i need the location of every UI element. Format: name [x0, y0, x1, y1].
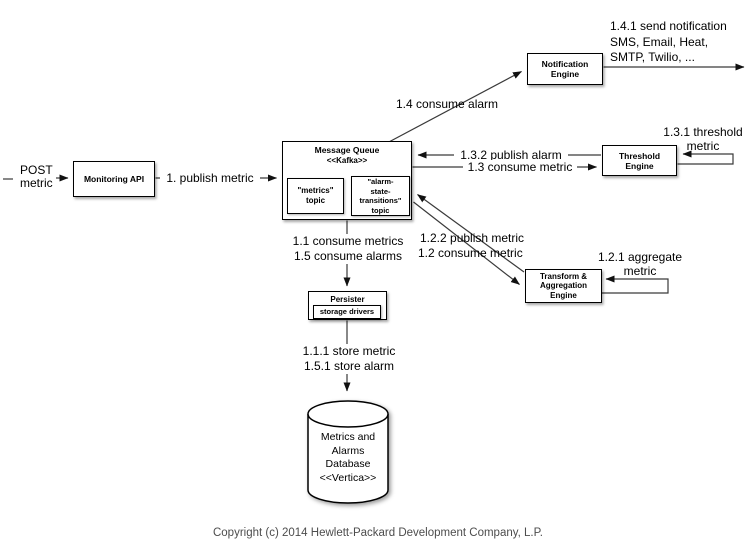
threshold-metric-label: 1.3.1 threshold metric — [663, 125, 743, 153]
publish-metric-122-label: 1.2.2 publish metric — [420, 231, 525, 245]
alarm-topic-label: "alarm- state- transitions" topic — [359, 177, 402, 215]
persister-box: Persister storage drivers — [308, 291, 387, 320]
post-metric-label: POST metric — [20, 163, 53, 190]
consume-metrics-alarms-label: 1.1 consume metrics 1.5 consume alarms — [281, 234, 415, 264]
alarm-topic-box: "alarm- state- transitions" topic — [351, 176, 410, 216]
notification-engine-box: Notification Engine — [527, 53, 603, 85]
arrow-aggregate-self-loop — [600, 275, 669, 294]
publish-metric-label: 1. publish metric — [160, 171, 260, 186]
arrow-threshold-self-loop — [677, 150, 734, 165]
database-cylinder — [307, 400, 389, 504]
monitoring-api-label: Monitoring API — [83, 174, 145, 184]
message-queue-box: Message Queue <<Kafka>> "metrics" topic … — [282, 141, 412, 220]
message-queue-title: Message Queue — [314, 145, 380, 155]
storage-drivers-label: storage drivers — [319, 307, 375, 316]
metrics-topic-label: "metrics" topic — [297, 186, 334, 205]
aggregate-metric-label: 1.2.1 aggregate metric — [597, 250, 683, 278]
metrics-topic-box: "metrics" topic — [287, 178, 344, 214]
consume-metric-13-label: 1.3 consume metric — [463, 160, 577, 175]
monitoring-api-box: Monitoring API — [73, 161, 155, 197]
transform-engine-label: Transform & Aggregation Engine — [539, 271, 588, 300]
database-label: Metrics and Alarms Database <<Vertica>> — [319, 431, 377, 484]
copyright-text: Copyright (c) 2014 Hewlett-Packard Devel… — [212, 527, 544, 539]
arrow-consume-alarm — [386, 70, 522, 144]
consume-alarm-label: 1.4 consume alarm — [396, 97, 499, 111]
notification-engine-label: Notification Engine — [541, 59, 589, 79]
transform-engine-box: Transform & Aggregation Engine — [525, 269, 602, 303]
threshold-engine-box: Threshold Engine — [602, 145, 677, 176]
publish-alarm-label: 1.3.2 publish alarm — [454, 148, 568, 163]
kafka-stereotype: <<Kafka>> — [326, 155, 368, 165]
persister-label: Persister — [330, 294, 365, 304]
storage-drivers-box: storage drivers — [313, 304, 381, 319]
store-labels: 1.1.1 store metric 1.5.1 store alarm — [287, 344, 411, 374]
threshold-engine-label: Threshold Engine — [618, 150, 661, 171]
arrow-publish-metric-122 — [417, 194, 525, 273]
consume-metric-12-label: 1.2 consume metric — [418, 246, 523, 260]
send-notification-label: 1.4.1 send notification SMS, Email, Heat… — [610, 19, 727, 64]
arrow-consume-metric-12 — [413, 201, 520, 285]
